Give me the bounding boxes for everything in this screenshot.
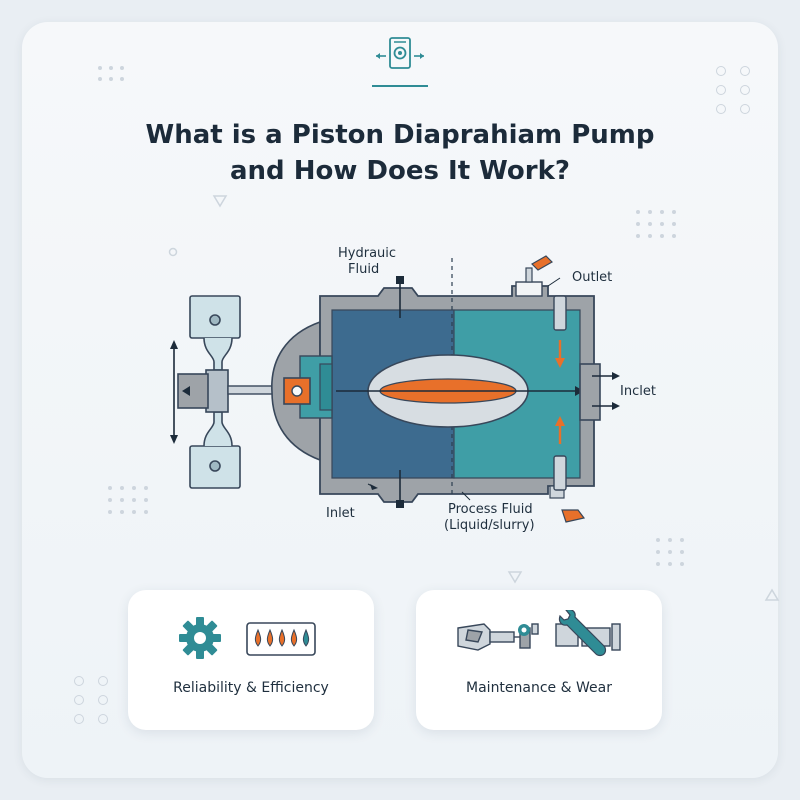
label-hydraulic-fluid-1: Hydrauic	[338, 246, 397, 261]
label-hydraulic-fluid-2: Fluid	[348, 262, 380, 277]
gear-icon	[179, 617, 221, 659]
pump-part-icon	[457, 623, 539, 651]
flow-up-arrow-icon	[555, 416, 565, 426]
bottom-stud	[396, 500, 404, 508]
piston-face	[319, 363, 333, 411]
label-outlet: Outlet	[572, 270, 613, 285]
inlet-valve-handle	[561, 509, 586, 523]
feature-card-reliability: Reliability & Efficiency	[128, 590, 374, 730]
top-stud	[396, 276, 404, 284]
page-title-line-1: What is a Piston Diaprahiam Pump	[145, 120, 655, 150]
piston-pin-hole	[291, 385, 303, 397]
pump-logo-icon	[372, 37, 428, 87]
lower-check-valve	[553, 455, 567, 491]
left-arrow-icon	[182, 386, 190, 396]
flow-down-arrow-icon	[555, 358, 565, 368]
port-out-arrow-2-icon	[612, 402, 620, 410]
label-inclet: Inclet	[620, 384, 656, 399]
up-arrow-icon	[170, 340, 178, 349]
wrench-icon	[555, 610, 621, 657]
outlet-valve-handle	[531, 255, 553, 271]
port-out-arrow-icon	[612, 372, 620, 380]
crank-assembly	[189, 295, 241, 489]
feature-label-reliability: Reliability & Efficiency	[173, 680, 329, 696]
upper-check-valve	[553, 295, 567, 331]
page-title-line-2: and How Does It Work?	[230, 156, 570, 186]
label-inlet: Inlet	[326, 506, 355, 521]
feature-card-maintenance: Maintenance & Wear	[416, 590, 662, 730]
droplets-icon	[246, 622, 316, 656]
feature-label-maintenance: Maintenance & Wear	[466, 680, 612, 696]
down-arrow-icon	[170, 435, 178, 444]
outlet-valve-body	[515, 281, 543, 297]
label-process-fluid-1: Process Fluid	[448, 502, 533, 517]
side-port	[579, 363, 601, 421]
label-process-fluid-2: (Liquid/slurry)	[444, 518, 535, 533]
